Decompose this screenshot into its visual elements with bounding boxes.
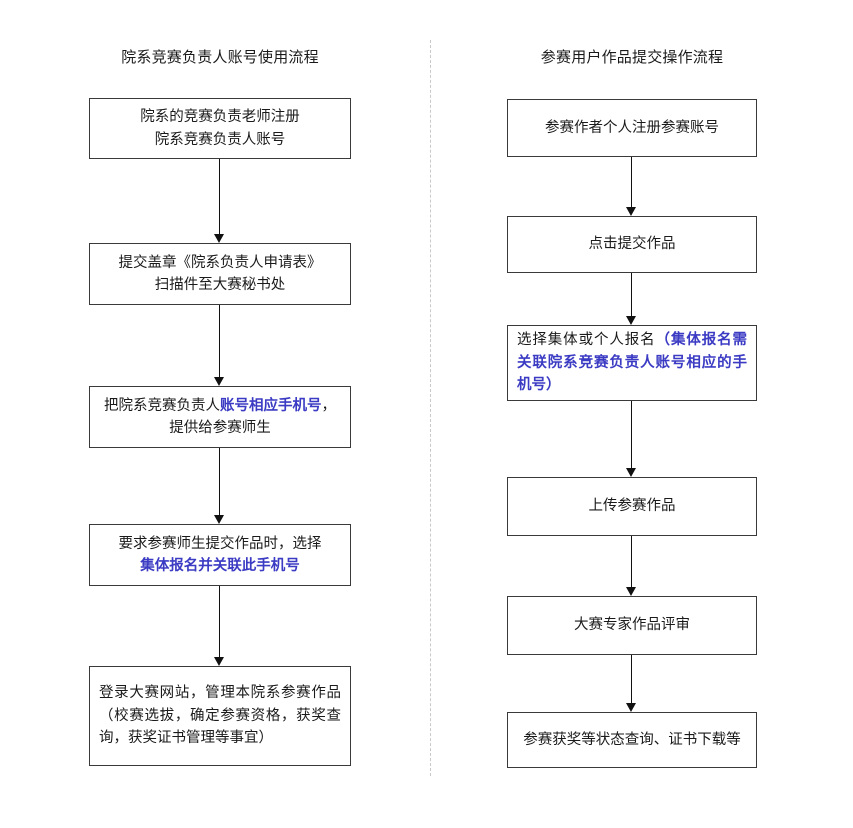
left-flow-node-3-text: 把院系竞赛负责人账号相应手机号，提供给参赛师生 — [104, 397, 336, 436]
down-arrow-icon — [214, 234, 224, 243]
left-flow-node-2-text: 提交盖章《院系负责人申请表》扫描件至大赛秘书处 — [118, 254, 322, 293]
arrow-shaft — [631, 273, 632, 317]
left-flow-node-1-text: 院系的竞赛负责老师注册院系竞赛负责人账号 — [140, 109, 300, 148]
right-flow-node-5: 大赛专家作品评审 — [507, 596, 757, 655]
left-flow-node-5-text: 登录大赛网站，管理本院系参赛作品（校赛选拔，确定参赛资格，获奖查询，获奖证书管理… — [99, 685, 341, 747]
arrow-shaft — [219, 586, 220, 658]
right-flow-node-1-text: 参赛作者个人注册参赛账号 — [545, 119, 719, 136]
highlight-text: （集体报名需关联院系竞赛负责人账号相应的手机号） — [517, 332, 748, 394]
right-flow-node-2-text: 点击提交作品 — [588, 236, 676, 253]
down-arrow-icon — [626, 468, 636, 477]
highlight-text: 账号相应手机号 — [220, 397, 322, 414]
left-flow-node-1: 院系的竞赛负责老师注册院系竞赛负责人账号 — [89, 98, 351, 159]
right-flow-node-4: 上传参赛作品 — [507, 477, 757, 536]
left-flow-node-5: 登录大赛网站，管理本院系参赛作品（校赛选拔，确定参赛资格，获奖查询，获奖证书管理… — [89, 666, 351, 766]
right-connector-arrow-1 — [626, 157, 637, 216]
arrow-shaft — [219, 305, 220, 378]
down-arrow-icon — [214, 377, 224, 386]
right-connector-arrow-5 — [626, 655, 637, 712]
highlight-text: 集体报名并关联此手机号 — [140, 558, 300, 574]
left-column-title: 院系竞赛负责人账号使用流程 — [121, 48, 319, 66]
column-divider — [430, 40, 431, 776]
down-arrow-icon — [214, 657, 224, 666]
arrow-shaft — [631, 401, 632, 469]
right-connector-arrow-3 — [626, 401, 637, 477]
right-flow-node-5-text: 大赛专家作品评审 — [574, 617, 690, 634]
arrow-shaft — [631, 536, 632, 588]
right-flow-node-3: 选择集体或个人报名（集体报名需关联院系竞赛负责人账号相应的手机号） — [507, 325, 757, 401]
right-flow-node-6-text: 参赛获奖等状态查询、证书下载等 — [523, 731, 741, 748]
right-connector-arrow-4 — [626, 536, 637, 596]
down-arrow-icon — [626, 207, 636, 216]
left-flow-node-3: 把院系竞赛负责人账号相应手机号，提供给参赛师生 — [89, 386, 351, 448]
arrow-shaft — [631, 655, 632, 704]
right-flow-node-1: 参赛作者个人注册参赛账号 — [507, 99, 757, 157]
down-arrow-icon — [626, 316, 636, 325]
right-column-title: 参赛用户作品提交操作流程 — [540, 48, 724, 66]
right-flow-node-6: 参赛获奖等状态查询、证书下载等 — [507, 712, 757, 768]
left-connector-arrow-1 — [214, 159, 225, 243]
right-flow-node-3-text: 选择集体或个人报名（集体报名需关联院系竞赛负责人账号相应的手机号） — [517, 332, 748, 394]
left-flow-node-4: 要求参赛师生提交作品时，选择集体报名并关联此手机号 — [89, 524, 351, 586]
down-arrow-icon — [214, 515, 224, 524]
left-flow-node-2: 提交盖章《院系负责人申请表》扫描件至大赛秘书处 — [89, 243, 351, 305]
left-connector-arrow-2 — [214, 305, 225, 386]
right-flow-node-2: 点击提交作品 — [507, 216, 757, 273]
left-connector-arrow-3 — [214, 448, 225, 524]
left-connector-arrow-4 — [214, 586, 225, 666]
right-flow-node-4-text: 上传参赛作品 — [588, 498, 676, 515]
arrow-shaft — [219, 448, 220, 516]
left-flow-node-4-text: 要求参赛师生提交作品时，选择集体报名并关联此手机号 — [118, 535, 322, 574]
arrow-shaft — [631, 157, 632, 208]
down-arrow-icon — [626, 703, 636, 712]
down-arrow-icon — [626, 587, 636, 596]
arrow-shaft — [219, 159, 220, 235]
right-connector-arrow-2 — [626, 273, 637, 325]
